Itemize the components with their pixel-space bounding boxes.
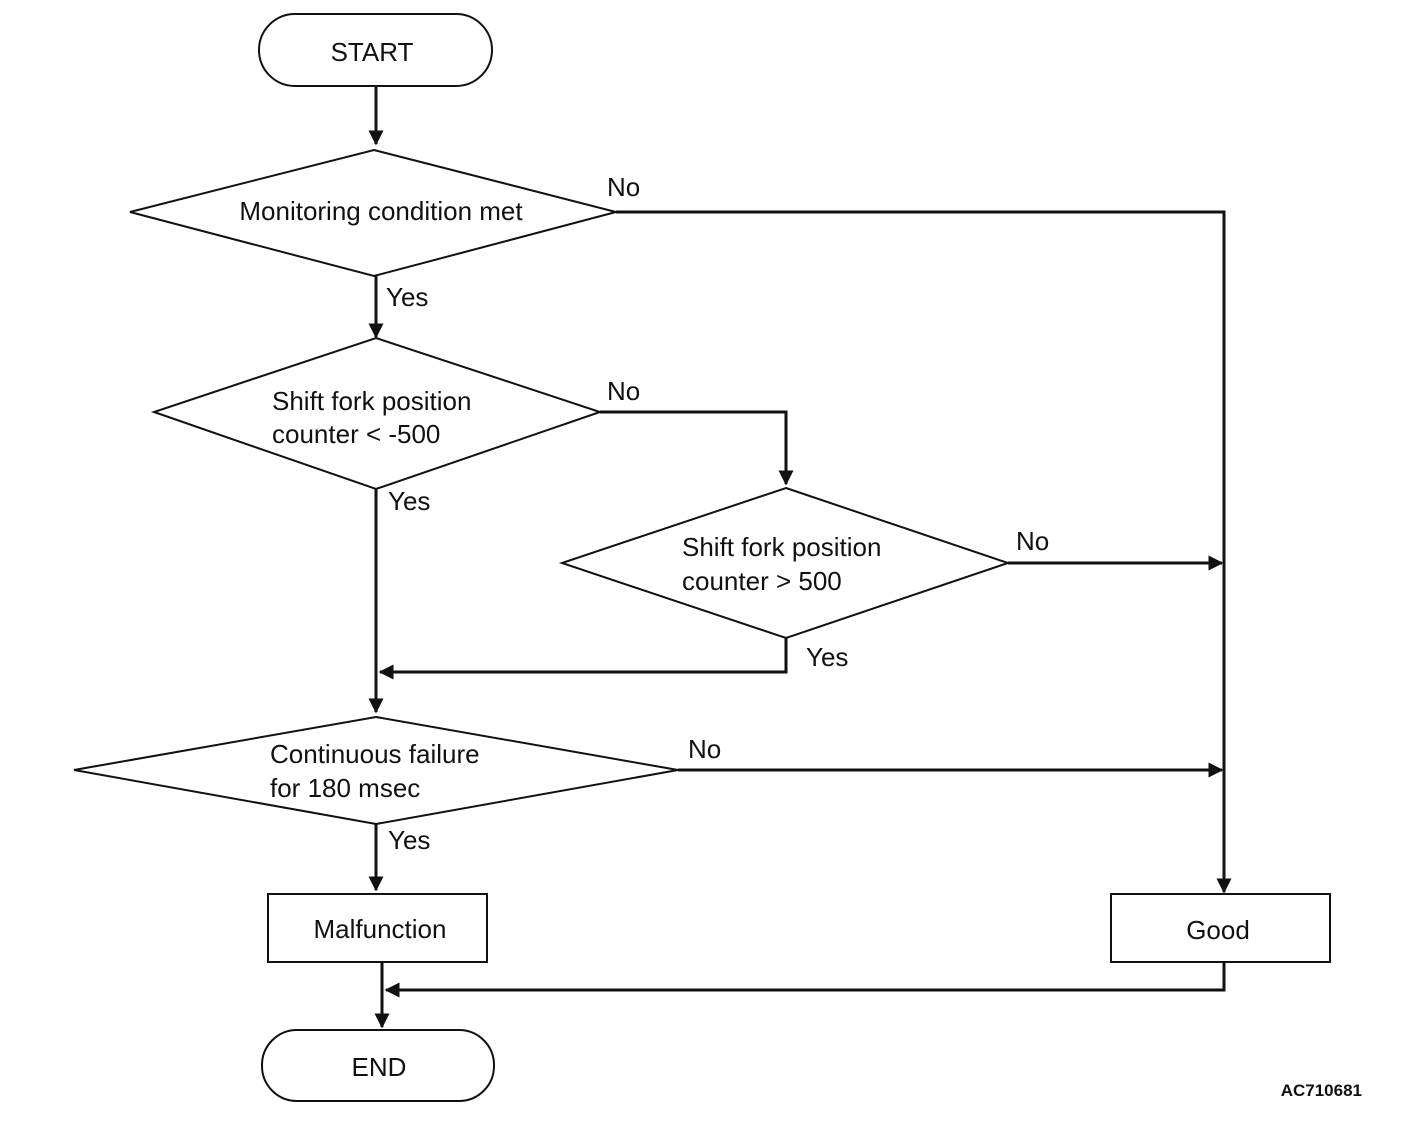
label-yes-counter-low: Yes [388,486,430,516]
arrow-counter-low-no [600,410,794,486]
decision-counter-high: Shift fork position counter > 500 [558,486,1012,640]
end-terminal: END [261,1029,495,1102]
label-no-counter-high: No [1016,526,1049,556]
decision-counter-low: Shift fork position counter < -500 [150,336,604,491]
edge-labels: No Yes No Yes No Yes No Yes [386,172,1049,855]
decision-continuous-line-1: Continuous failure [270,739,480,769]
label-no-continuous: No [688,734,721,764]
decision-counter-high-line-1: Shift fork position [682,532,881,562]
label-yes-counter-high: Yes [806,642,848,672]
line-monitoring-no [616,210,1232,894]
start-label: START [331,37,414,67]
decision-monitoring-condition: Monitoring condition met [129,148,620,278]
start-terminal: START [258,13,493,87]
decision-continuous-line-2: for 180 msec [270,773,420,803]
decision-counter-low-line-2: counter < -500 [272,419,440,449]
malfunction-box: Malfunction [267,893,488,963]
label-yes-continuous: Yes [388,825,430,855]
good-label: Good [1186,915,1250,945]
decision-continuous-failure: Continuous failure for 180 msec [73,715,679,826]
reference-code: AC710681 [1281,1081,1362,1100]
decision-monitoring-line-1: Monitoring condition met [239,196,523,226]
malfunction-label: Malfunction [314,914,447,944]
decision-counter-low-line-1: Shift fork position [272,386,471,416]
good-box: Good [1110,893,1331,963]
label-no-counter-low: No [607,376,640,406]
arrow-good-to-end [384,962,1226,998]
end-label: END [352,1052,407,1082]
label-no-monitoring: No [607,172,640,202]
connectors [368,86,1232,1029]
arrow-counter-high-yes [378,638,788,680]
label-yes-monitoring: Yes [386,282,428,312]
decision-counter-high-line-2: counter > 500 [682,566,842,596]
